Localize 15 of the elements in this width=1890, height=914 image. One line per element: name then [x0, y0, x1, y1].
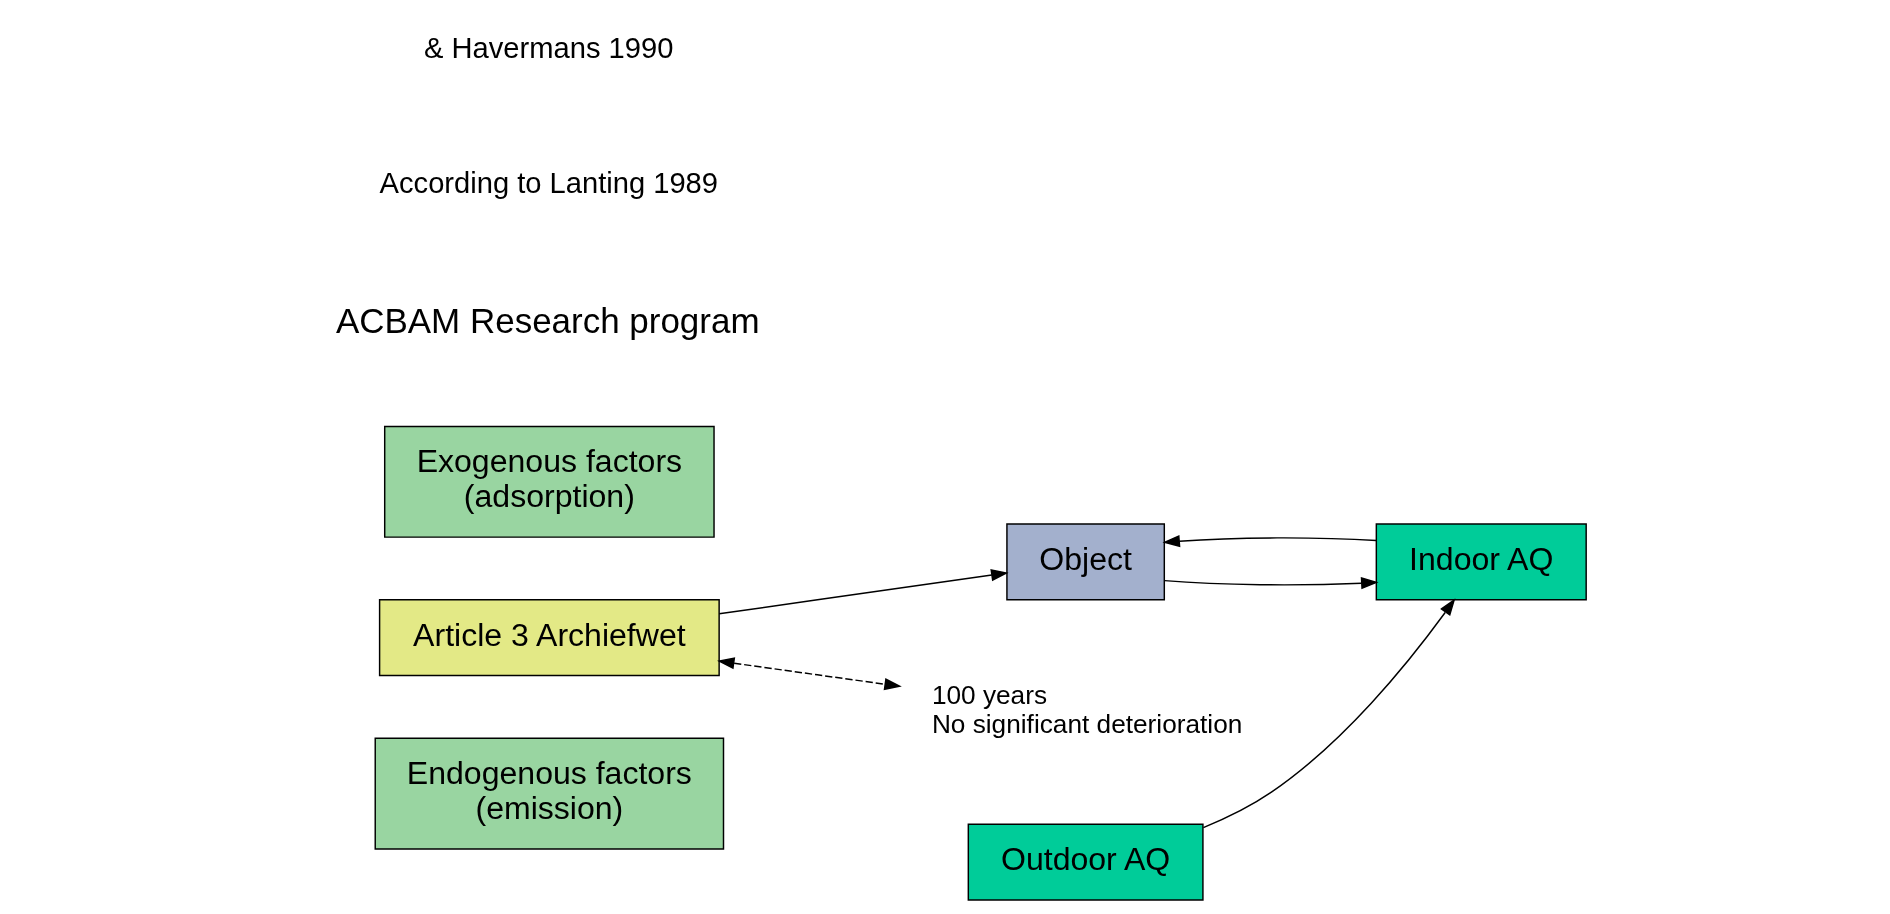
node-box: Exogenous factors (adsorption)	[383, 425, 715, 538]
node-text: 100 years No significant deterioration	[931, 679, 1243, 739]
arrow	[1163, 577, 1379, 590]
label: ACBAM Research program	[335, 301, 760, 341]
arrow	[1162, 535, 1378, 548]
label: According to Lanting 1989	[379, 167, 719, 200]
label: & Havermans 1990	[424, 31, 674, 64]
node-box: Article 3 Archiefwet	[378, 599, 720, 677]
arrow	[717, 657, 902, 691]
node-box: Object	[1006, 523, 1166, 601]
arrow	[1202, 598, 1456, 829]
arrow	[718, 569, 1009, 615]
node-box: Endogenous factors (emission)	[374, 737, 725, 850]
node-box: Outdoor AQ	[967, 823, 1204, 901]
node-box: Indoor AQ	[1375, 523, 1587, 601]
